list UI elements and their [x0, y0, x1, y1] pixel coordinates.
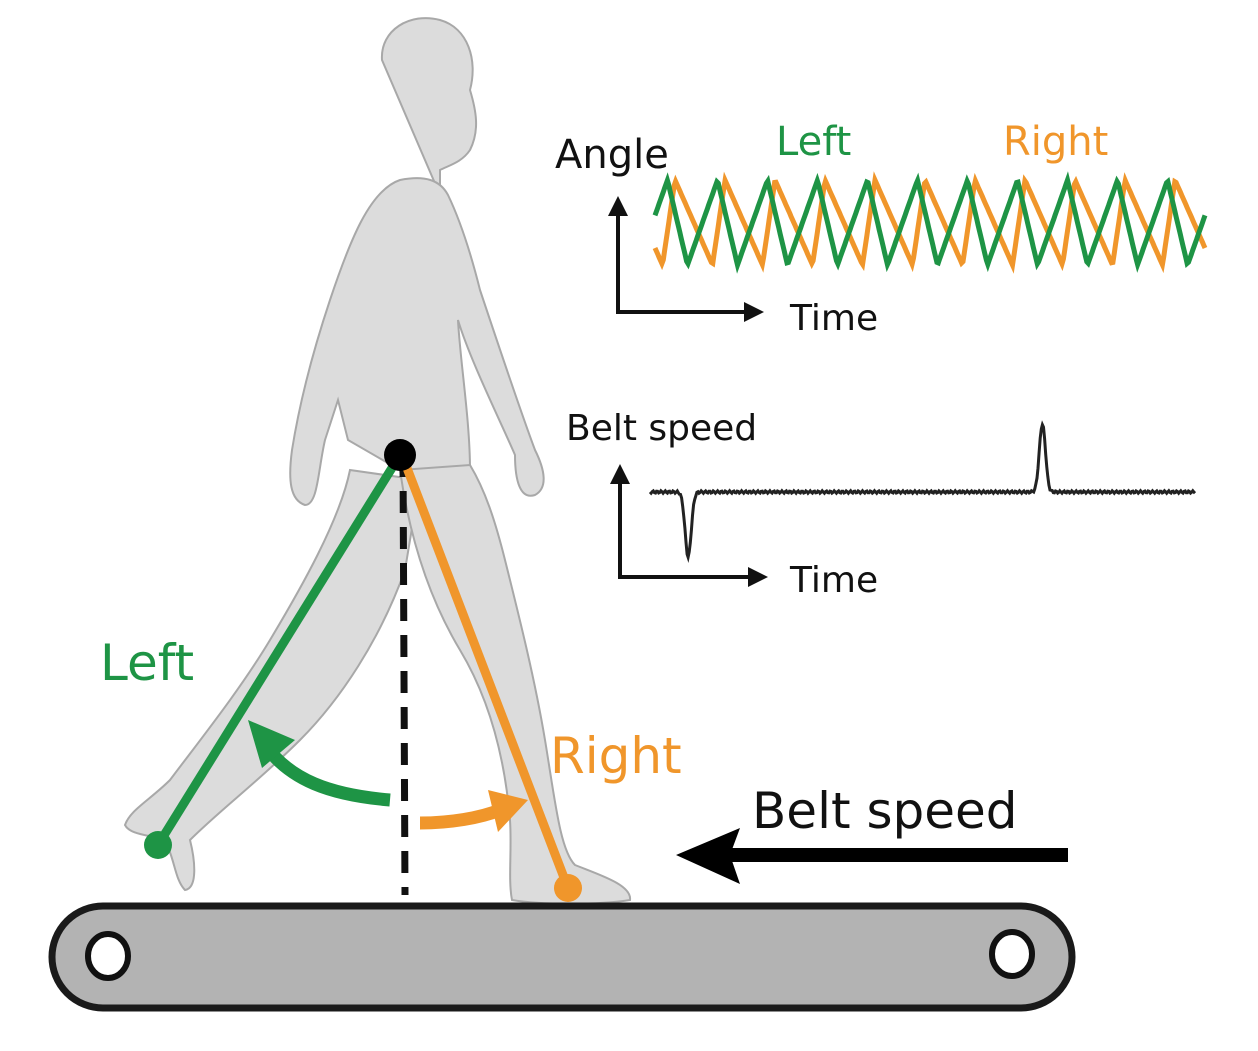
roller-left-icon: [85, 931, 131, 981]
angle-left-series: [652, 171, 1208, 274]
belt-direction-arrow-icon: [676, 828, 1068, 884]
angle-right-series: [652, 171, 1208, 274]
angle-legend-left: Left: [776, 119, 851, 165]
left-leg-label: Left: [100, 634, 194, 692]
right-leg-line: [397, 453, 573, 890]
treadmill-belt: [48, 902, 1076, 1012]
belt-plot-ylabel: Belt speed: [566, 408, 757, 449]
hip-joint-marker: [384, 439, 416, 471]
right-foot-marker: [554, 874, 582, 902]
right-swing-arrow-icon: [419, 790, 528, 832]
right-leg-label: Right: [550, 727, 682, 785]
belt-speed-label: Belt speed: [752, 782, 1018, 840]
left-foot-marker: [144, 831, 172, 859]
belt-speed-plot: [610, 420, 1197, 587]
angle-time-label: Time: [789, 298, 878, 339]
angle-legend-right: Right: [1003, 119, 1108, 165]
roller-right-icon: [989, 929, 1035, 979]
belt-speed-series: [648, 420, 1197, 563]
left-leg-line: [154, 452, 404, 848]
left-swing-arrow-icon: [248, 720, 391, 807]
angle-axis-label: Angle: [555, 132, 669, 178]
vertical-reference-line: [399, 454, 409, 896]
belt-time-label: Time: [789, 560, 878, 601]
angle-plot: [608, 171, 1208, 322]
treadmill: [48, 902, 1076, 1012]
